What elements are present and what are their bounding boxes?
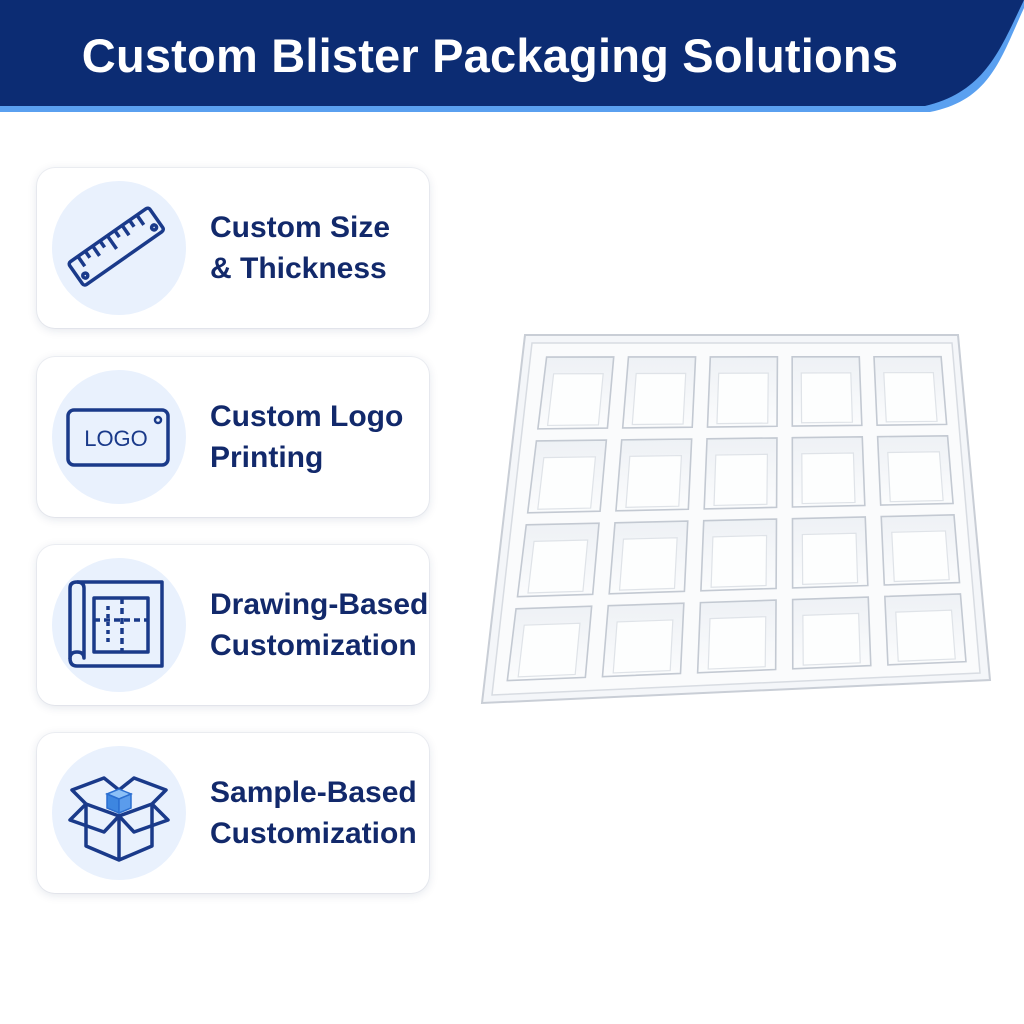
feature-line-2: & Thickness bbox=[210, 252, 387, 285]
cube-icon bbox=[105, 788, 133, 815]
feature-label: Drawing-Based Customization bbox=[210, 545, 429, 705]
tray-cell-floor bbox=[800, 372, 854, 424]
logo-text: LOGO bbox=[84, 426, 148, 451]
banner-shape bbox=[0, 0, 1024, 112]
tray-cell-floor bbox=[801, 532, 859, 585]
blister-tray-image bbox=[470, 325, 1020, 730]
feature-label: Custom Logo Printing bbox=[210, 357, 425, 517]
icon-circle: LOGO bbox=[52, 370, 186, 504]
tray-cell-floor bbox=[517, 622, 581, 678]
icon-circle bbox=[52, 181, 186, 315]
tray-cell-floor bbox=[713, 453, 769, 507]
feature-line-2: Customization bbox=[210, 817, 417, 850]
tray-cell-floor bbox=[887, 451, 944, 503]
blueprint-icon bbox=[68, 580, 164, 668]
feature-card-sample: Sample-Based Customization bbox=[37, 733, 429, 893]
blister-tray bbox=[480, 334, 992, 705]
feature-card-size: Custom Size & Thickness bbox=[37, 168, 429, 328]
tray-cell-floor bbox=[612, 619, 674, 674]
tray-cell-floor bbox=[625, 454, 683, 508]
feature-line-2: Printing bbox=[210, 441, 324, 474]
logo-tag-icon: LOGO bbox=[66, 408, 170, 467]
feature-line-1: Sample-Based bbox=[210, 776, 417, 809]
feature-line-1: Custom Size bbox=[210, 211, 391, 244]
feature-line-1: Custom Logo bbox=[210, 400, 404, 433]
tray-cell-floor bbox=[802, 612, 861, 666]
tray-cell-floor bbox=[527, 539, 589, 594]
tray-cell-floor bbox=[895, 609, 956, 662]
feature-card-drawing: Drawing-Based Customization bbox=[37, 545, 429, 705]
feature-line-1: Drawing-Based bbox=[210, 588, 429, 621]
tray-cell-floor bbox=[537, 456, 597, 510]
header-banner: Custom Blister Packaging Solutions bbox=[0, 0, 1024, 116]
tray-cell-floor bbox=[891, 530, 950, 583]
tray-cell-floor bbox=[618, 537, 678, 591]
tray-cell-floor bbox=[631, 372, 687, 426]
icon-circle bbox=[52, 558, 186, 692]
feature-line-2: Customization bbox=[210, 629, 417, 662]
page-title: Custom Blister Packaging Solutions bbox=[81, 29, 899, 82]
feature-label: Custom Size & Thickness bbox=[210, 168, 425, 328]
box-icon bbox=[68, 776, 170, 862]
feature-label: Sample-Based Customization bbox=[210, 733, 425, 893]
tray-cell-floor bbox=[710, 534, 768, 588]
ruler-icon bbox=[67, 206, 165, 287]
tray-cells bbox=[506, 355, 967, 682]
tray-cell-floor bbox=[801, 452, 856, 505]
tray-cell-floor bbox=[883, 371, 938, 423]
tray-cell-floor bbox=[716, 372, 769, 425]
tray-cell-floor bbox=[707, 616, 767, 670]
tray-cell-floor bbox=[546, 373, 604, 427]
icon-circle bbox=[52, 746, 186, 880]
feature-card-logo: LOGO Custom Logo Printing bbox=[37, 357, 429, 517]
